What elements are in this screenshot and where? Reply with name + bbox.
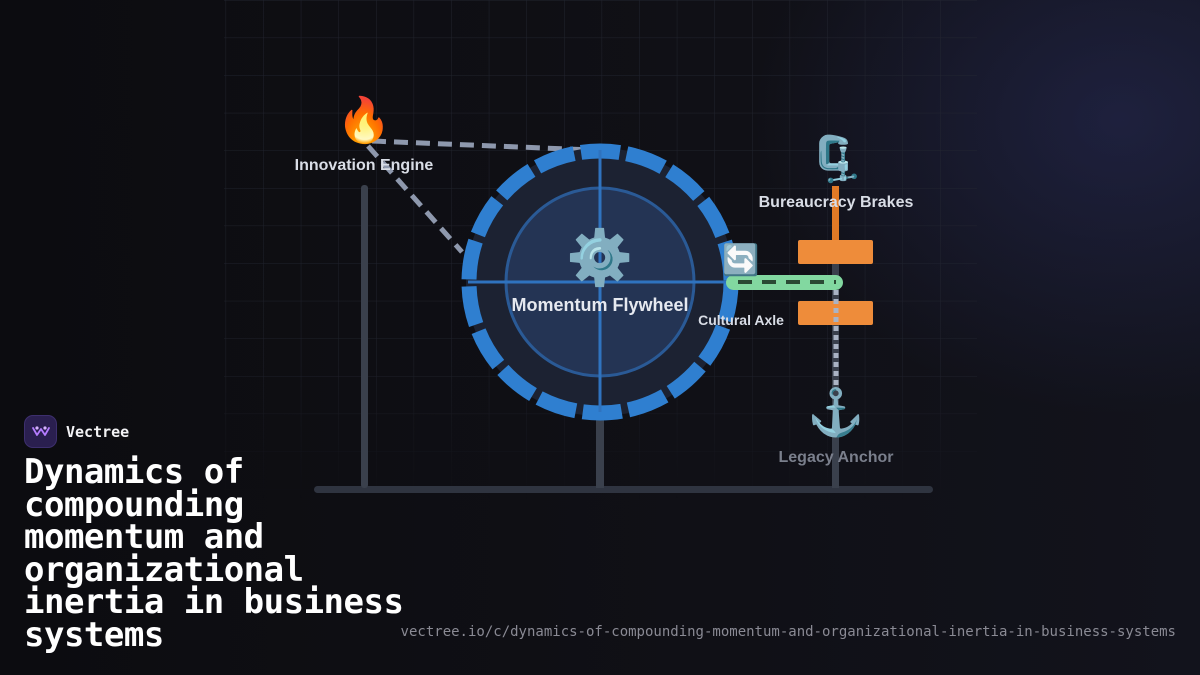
left-post [361,185,368,488]
gear-icon: ⚙️ [566,227,633,288]
innovation-link-diagonal [366,144,464,254]
cycle-arrows-icon: 🔄 [722,242,759,277]
momentum-flywheel-label: Momentum Flywheel [511,295,688,315]
page-url[interactable]: vectree.io/c/dynamics-of-compounding-mom… [400,624,1176,640]
center-post [596,400,604,488]
page-title: Dynamics of compounding momentum and org… [24,452,404,655]
brand-name: Vectree [66,422,130,441]
bureaucracy-brakes-label: Bureaucracy Brakes [759,194,914,211]
innovation-engine-label: Innovation Engine [295,157,434,174]
fire-icon: 🔥 [337,95,392,145]
brake-pad-top [798,240,873,264]
brake-rod [832,186,839,242]
cultural-axle-label: Cultural Axle [698,312,784,328]
cultural-axle-bar [726,275,843,290]
innovation-link-top [371,138,593,153]
anchor-icon: ⚓ [807,386,864,439]
vectree-logo-icon [24,415,57,448]
base-rail [314,486,933,493]
brand[interactable]: Vectree [24,415,129,448]
clamp-icon: 🗜️ [809,134,864,184]
legacy-anchor-label: Legacy Anchor [779,449,894,466]
